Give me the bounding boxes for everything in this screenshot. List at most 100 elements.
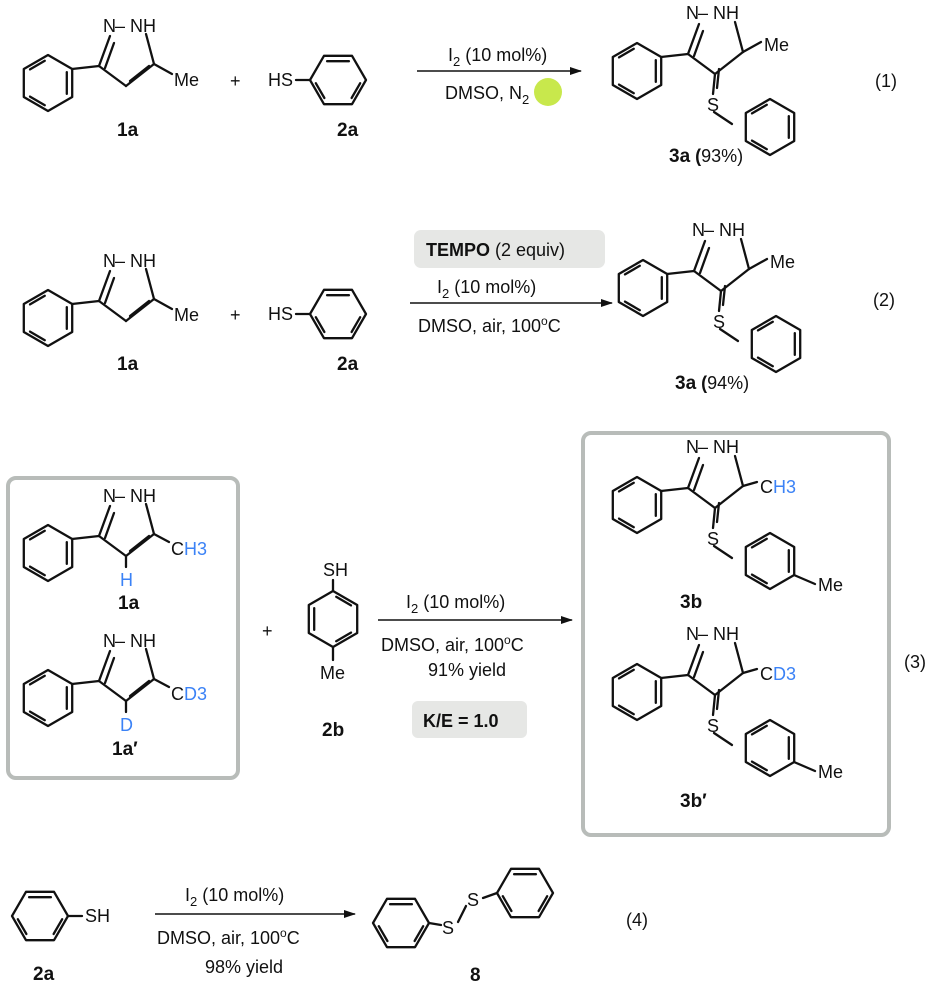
product-yield: 3a (94%) bbox=[675, 373, 749, 394]
atom-nh: NH bbox=[130, 631, 156, 651]
reagent-text: I2 (10 mol%) bbox=[448, 45, 547, 69]
atom-me: Me bbox=[174, 305, 199, 325]
atom-sh: SH bbox=[85, 906, 110, 926]
plus-sign: + bbox=[262, 621, 273, 641]
atom-sh: SH bbox=[323, 560, 348, 580]
nn-bond: – bbox=[698, 437, 708, 457]
tempo-highlight bbox=[414, 230, 605, 268]
atom-s: S bbox=[442, 918, 454, 938]
label-3b: 3b bbox=[680, 592, 702, 613]
methyl-group: CH3 bbox=[171, 539, 207, 559]
label-2a: 2a bbox=[337, 120, 359, 141]
plus-sign: + bbox=[230, 305, 241, 325]
atom-nh: NH bbox=[719, 220, 745, 240]
atom-nh: NH bbox=[713, 624, 739, 644]
condition-text: DMSO, air, 100oC bbox=[381, 633, 524, 655]
reagent-text: I2 (10 mol%) bbox=[437, 277, 536, 301]
atom-me: Me bbox=[818, 762, 843, 782]
atom-s: S bbox=[713, 312, 725, 332]
reagent-text: I2 (10 mol%) bbox=[185, 885, 284, 909]
compound-8: S S bbox=[371, 867, 555, 949]
compound-3b-prime: N – NH CD3 S Me bbox=[613, 624, 843, 782]
nn-bond: – bbox=[698, 3, 708, 23]
atom-n: N bbox=[686, 437, 699, 457]
label-3b-prime: 3b′ bbox=[680, 791, 707, 812]
atom-me: Me bbox=[818, 575, 843, 595]
atom-me: Me bbox=[320, 663, 345, 683]
isotope-h: H bbox=[120, 570, 133, 590]
plus-sign: + bbox=[230, 71, 241, 91]
methyl-group: CD3 bbox=[760, 664, 796, 684]
atom-s: S bbox=[467, 890, 479, 910]
nn-bond: – bbox=[698, 624, 708, 644]
label-8: 8 bbox=[470, 965, 481, 986]
compound-3a-r1: N – NH Me S bbox=[613, 3, 796, 157]
atom-s: S bbox=[707, 95, 719, 115]
atom-hs: HS bbox=[268, 304, 293, 324]
label-2b: 2b bbox=[322, 720, 344, 741]
compound-2a-r1: HS bbox=[268, 54, 368, 106]
condition-text: DMSO, air, 100oC bbox=[157, 926, 300, 948]
compound-3b: N – NH CH3 S Me bbox=[613, 437, 843, 595]
reaction-2: N – NH Me 1a + HS 2a TEMPO (2 equiv) I2 … bbox=[24, 220, 895, 394]
condition-text: DMSO, air, 100oC bbox=[418, 314, 561, 336]
atom-nh: NH bbox=[130, 486, 156, 506]
atom-n: N bbox=[692, 220, 705, 240]
atom-n: N bbox=[103, 16, 116, 36]
methyl-group: CD3 bbox=[171, 684, 207, 704]
compound-1a-r3: N – NH CH3 H bbox=[24, 486, 207, 590]
ke-highlight bbox=[412, 701, 527, 738]
methyl-group: CH3 bbox=[760, 477, 796, 497]
nn-bond: – bbox=[115, 631, 125, 651]
compound-1a-r1: N – NH Me bbox=[24, 16, 199, 111]
equation-number: (4) bbox=[626, 910, 648, 930]
atom-n: N bbox=[103, 251, 116, 271]
atom-nh: NH bbox=[713, 3, 739, 23]
equation-number: (3) bbox=[904, 652, 926, 672]
n2-highlight bbox=[534, 78, 562, 106]
atom-nh: NH bbox=[130, 251, 156, 271]
compound-3a-r2: N – NH Me S bbox=[619, 220, 802, 374]
yield-text: 91% yield bbox=[428, 660, 506, 680]
product-box bbox=[581, 431, 891, 837]
reaction-4: SH 2a I2 (10 mol%) DMSO, air, 100oC 98% … bbox=[10, 867, 648, 986]
atom-hs: HS bbox=[268, 70, 293, 90]
atom-me: Me bbox=[174, 70, 199, 90]
reagent-text: I2 (10 mol%) bbox=[406, 592, 505, 616]
label-1a: 1a bbox=[117, 354, 139, 375]
nn-bond: – bbox=[704, 220, 714, 240]
reaction-1: N – NH Me 1a + HS 2a I2 (10 mol%) DMSO, … bbox=[24, 3, 897, 167]
reaction-3: N – NH CH3 H 1a N – NH CD3 D 1a′ + SH Me… bbox=[6, 431, 926, 837]
atom-n: N bbox=[103, 631, 116, 651]
atom-me: Me bbox=[770, 252, 795, 272]
label-2a: 2a bbox=[33, 964, 55, 985]
compound-2a-r4: SH bbox=[10, 890, 110, 942]
atom-n: N bbox=[686, 624, 699, 644]
nn-bond: – bbox=[115, 486, 125, 506]
yield-text: 98% yield bbox=[205, 957, 283, 977]
atom-me: Me bbox=[764, 35, 789, 55]
kinetic-isotope-effect: K/E = 1.0 bbox=[423, 711, 499, 731]
compound-2b: SH Me bbox=[307, 560, 359, 683]
atom-n: N bbox=[686, 3, 699, 23]
additive-text: TEMPO (2 equiv) bbox=[426, 240, 565, 260]
compound-2a-r2: HS bbox=[268, 288, 368, 340]
atom-n: N bbox=[103, 486, 116, 506]
atom-s: S bbox=[707, 529, 719, 549]
product-yield: 3a (93%) bbox=[669, 146, 743, 167]
nn-bond: – bbox=[115, 251, 125, 271]
condition-text: DMSO, N2 bbox=[445, 83, 529, 107]
label-1a: 1a bbox=[118, 593, 140, 614]
compound-1a-r2: N – NH Me bbox=[24, 251, 199, 346]
label-2a: 2a bbox=[337, 354, 359, 375]
atom-nh: NH bbox=[130, 16, 156, 36]
compound-1a-prime: N – NH CD3 D bbox=[24, 631, 207, 735]
label-1a-prime: 1a′ bbox=[112, 739, 138, 760]
equation-number: (1) bbox=[875, 71, 897, 91]
nn-bond: – bbox=[115, 16, 125, 36]
atom-s: S bbox=[707, 716, 719, 736]
isotope-d: D bbox=[120, 715, 133, 735]
substrate-box bbox=[6, 476, 240, 780]
atom-nh: NH bbox=[713, 437, 739, 457]
